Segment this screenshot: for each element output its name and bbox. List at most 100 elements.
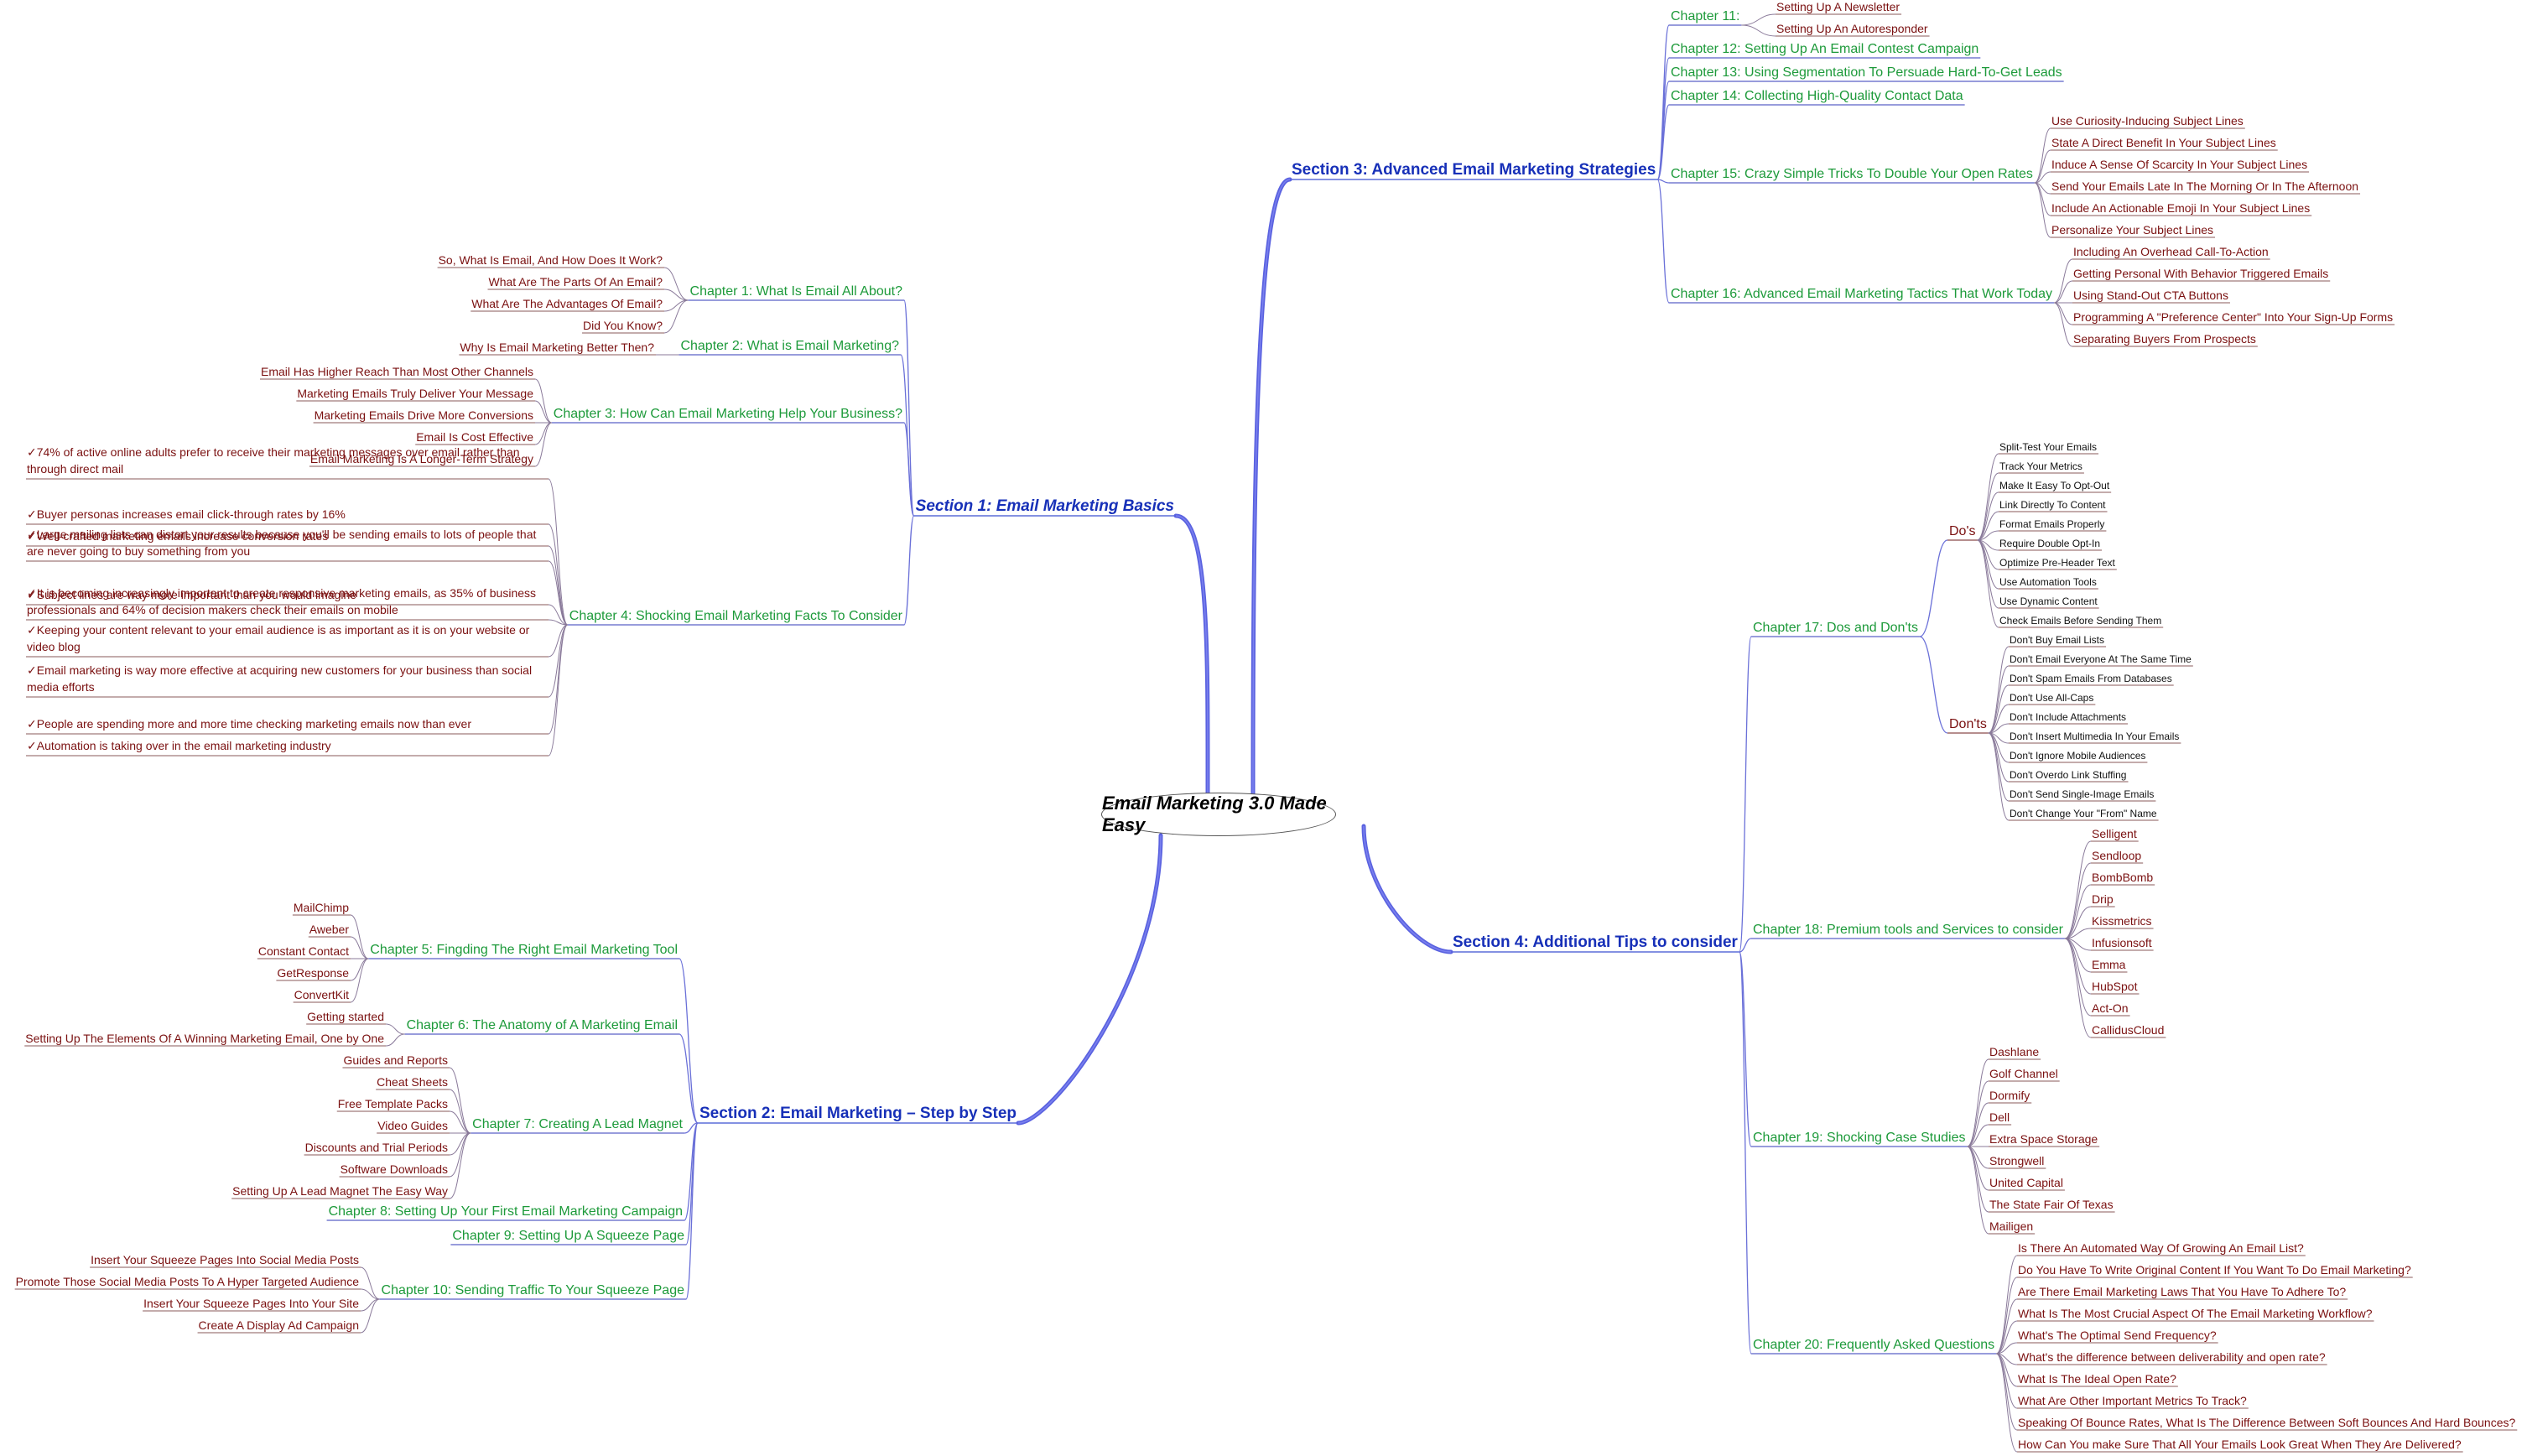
topic-donts[interactable]: Don'ts	[1949, 717, 1987, 731]
topic-c11[interactable]: Chapter 11:	[1671, 9, 1740, 23]
topic-c2[interactable]: Chapter 2: What is Email Marketing?	[680, 339, 899, 353]
subtopic-item-s4-c18-3[interactable]: Drip	[2092, 892, 2114, 906]
subtopic-item-s4-c17-dos-2[interactable]: Make It Easy To Opt-Out	[1999, 480, 2110, 491]
root-topic[interactable]: Email Marketing 3.0 Made Easy	[1101, 793, 1336, 836]
subtopic-item-s3-c15-2[interactable]: Induce A Sense Of Scarcity In Your Subje…	[2051, 158, 2308, 171]
subtopic-item-s3-c16-3[interactable]: Programming A "Preference Center" Into Y…	[2073, 310, 2394, 324]
subtopic-item-s4-c19-2[interactable]: Dormify	[1989, 1089, 2030, 1102]
subtopic-item-s4-c19-7[interactable]: The State Fair Of Texas	[1989, 1198, 2114, 1211]
subtopic-item-s4-c17-donts-3[interactable]: Don't Use All-Caps	[2010, 692, 2094, 704]
subtopic-item-s1-c1-2[interactable]: What Are The Advantages Of Email?	[471, 297, 663, 310]
subtopic-item-s4-c17-donts-8[interactable]: Don't Send Single-Image Emails	[2010, 788, 2155, 800]
subtopic-item-s4-c17-donts-4[interactable]: Don't Include Attachments	[2010, 711, 2127, 723]
fact-item-s1-c4-1[interactable]: ✓Buyer personas increases email click-th…	[27, 507, 346, 521]
subtopic-item-s1-c1-1[interactable]: What Are The Parts Of An Email?	[488, 275, 663, 289]
topic-c8[interactable]: Chapter 8: Setting Up Your First Email M…	[328, 1204, 683, 1219]
subtopic-item-s4-c19-5[interactable]: Strongwell	[1989, 1154, 2045, 1167]
subtopic-item-s3-c11-0[interactable]: Setting Up A Newsletter	[1776, 0, 1900, 13]
subtopic-item-s3-c15-3[interactable]: Send Your Emails Late In The Morning Or …	[2051, 179, 2359, 193]
subtopic-item-s4-c18-8[interactable]: Act-On	[2092, 1001, 2129, 1015]
topic-s1[interactable]: Section 1: Email Marketing Basics	[915, 497, 1174, 515]
subtopic-item-s4-c17-donts-2[interactable]: Don't Spam Emails From Databases	[2010, 673, 2172, 684]
subtopic-item-s4-c17-donts-1[interactable]: Don't Email Everyone At The Same Time	[2010, 653, 2192, 665]
subtopic-item-s4-c18-0[interactable]: Selligent	[2092, 827, 2137, 840]
subtopic-item-s4-c20-0[interactable]: Is There An Automated Way Of Growing An …	[2018, 1241, 2304, 1255]
subtopic-item-s4-c17-dos-7[interactable]: Use Automation Tools	[1999, 576, 2097, 588]
subtopic-item-s4-c20-9[interactable]: How Can You make Sure That All Your Emai…	[2018, 1438, 2462, 1451]
subtopic-item-s2-c7-1[interactable]: Cheat Sheets	[377, 1075, 448, 1089]
subtopic-item-s3-c11-1[interactable]: Setting Up An Autoresponder	[1776, 22, 1928, 35]
subtopic-item-s3-c15-1[interactable]: State A Direct Benefit In Your Subject L…	[2051, 136, 2276, 149]
subtopic-item-s1-c3-0[interactable]: Email Has Higher Reach Than Most Other C…	[260, 365, 533, 378]
subtopic-item-s4-c19-6[interactable]: United Capital	[1989, 1176, 2063, 1189]
subtopic-item-s4-c17-dos-1[interactable]: Track Your Metrics	[1999, 460, 2082, 472]
subtopic-item-s1-c1-3[interactable]: Did You Know?	[583, 319, 663, 332]
subtopic-item-s2-c10-0[interactable]: Insert Your Squeeze Pages Into Social Me…	[91, 1253, 359, 1266]
subtopic-item-s4-c18-4[interactable]: Kissmetrics	[2092, 914, 2152, 928]
subtopic-item-s4-c18-9[interactable]: CallidusCloud	[2092, 1023, 2165, 1037]
subtopic-item-s2-c10-3[interactable]: Create A Display Ad Campaign	[198, 1318, 359, 1332]
fact-item-s1-c4-7[interactable]: ✓Email marketing is way more effective a…	[27, 663, 533, 694]
subtopic-item-s4-c17-donts-9[interactable]: Don't Change Your "From" Name	[2010, 808, 2157, 819]
topic-c5[interactable]: Chapter 5: Fingding The Right Email Mark…	[370, 943, 678, 957]
subtopic-item-s4-c20-7[interactable]: What Are Other Important Metrics To Trac…	[2018, 1394, 2247, 1407]
fact-item-s1-c4-9[interactable]: ✓Automation is taking over in the email …	[27, 739, 331, 752]
topic-c3[interactable]: Chapter 3: How Can Email Marketing Help …	[553, 407, 902, 421]
topic-dos[interactable]: Do's	[1949, 524, 1976, 538]
topic-s2[interactable]: Section 2: Email Marketing – Step by Ste…	[699, 1105, 1017, 1122]
topic-c16[interactable]: Chapter 16: Advanced Email Marketing Tac…	[1671, 287, 2053, 301]
topic-s4[interactable]: Section 4: Additional Tips to consider	[1453, 933, 1738, 951]
topic-c10[interactable]: Chapter 10: Sending Traffic To Your Sque…	[381, 1283, 684, 1297]
subtopic-item-s4-c17-dos-0[interactable]: Split-Test Your Emails	[1999, 441, 2098, 453]
subtopic-item-s2-c7-6[interactable]: Setting Up A Lead Magnet The Easy Way	[232, 1184, 448, 1198]
subtopic-item-s3-c16-0[interactable]: Including An Overhead Call-To-Action	[2073, 245, 2269, 258]
subtopic-item-s2-c5-3[interactable]: GetResponse	[277, 966, 349, 980]
subtopic-item-s4-c17-donts-0[interactable]: Don't Buy Email Lists	[2010, 634, 2104, 646]
subtopic-item-s4-c17-dos-4[interactable]: Format Emails Properly	[1999, 518, 2105, 530]
subtopic-item-s4-c20-5[interactable]: What's the difference between deliverabi…	[2018, 1350, 2326, 1364]
subtopic-item-s4-c17-dos-5[interactable]: Require Double Opt-In	[1999, 538, 2101, 549]
subtopic-item-s4-c19-0[interactable]: Dashlane	[1989, 1045, 2040, 1058]
subtopic-item-s2-c10-2[interactable]: Insert Your Squeeze Pages Into Your Site	[143, 1297, 359, 1310]
subtopic-item-s3-c15-0[interactable]: Use Curiosity-Inducing Subject Lines	[2051, 114, 2244, 127]
subtopic-item-s2-c10-1[interactable]: Promote Those Social Media Posts To A Hy…	[15, 1275, 359, 1288]
fact-item-s1-c4-3[interactable]: ✓Large mailing lists can distort your re…	[27, 528, 537, 558]
subtopic-item-s3-c15-4[interactable]: Include An Actionable Emoji In Your Subj…	[2051, 201, 2311, 215]
subtopic-item-s1-c2-0[interactable]: Why Is Email Marketing Better Then?	[460, 341, 654, 354]
subtopic-item-s4-c18-2[interactable]: BombBomb	[2092, 871, 2154, 884]
topic-c17[interactable]: Chapter 17: Dos and Don'ts	[1753, 621, 1918, 635]
subtopic-item-s1-c3-2[interactable]: Marketing Emails Drive More Conversions	[314, 408, 533, 422]
topic-c15[interactable]: Chapter 15: Crazy Simple Tricks To Doubl…	[1671, 167, 2033, 181]
subtopic-item-s4-c18-1[interactable]: Sendloop	[2092, 849, 2142, 862]
fact-item-s1-c4-5[interactable]: ✓It is becoming increasingly important t…	[27, 586, 537, 616]
subtopic-item-s4-c17-dos-6[interactable]: Optimize Pre-Header Text	[1999, 557, 2115, 569]
subtopic-item-s1-c3-3[interactable]: Email Is Cost Effective	[416, 430, 533, 444]
fact-item-s1-c4-4[interactable]: ✓Subject lines are way more important th…	[27, 588, 357, 601]
subtopic-item-s2-c7-4[interactable]: Discounts and Trial Periods	[304, 1141, 448, 1154]
subtopic-item-s1-c3-4[interactable]: Email Marketing Is A Longer-Term Strateg…	[309, 452, 533, 465]
subtopic-item-s4-c19-3[interactable]: Dell	[1989, 1110, 2010, 1124]
subtopic-item-s1-c1-0[interactable]: So, What Is Email, And How Does It Work?	[438, 253, 663, 267]
subtopic-item-s3-c15-5[interactable]: Personalize Your Subject Lines	[2051, 223, 2214, 237]
subtopic-item-s4-c17-donts-6[interactable]: Don't Ignore Mobile Audiences	[2010, 750, 2146, 762]
subtopic-item-s4-c17-dos-8[interactable]: Use Dynamic Content	[1999, 595, 2098, 607]
subtopic-item-s3-c16-4[interactable]: Separating Buyers From Prospects	[2073, 332, 2256, 346]
subtopic-item-s2-c5-4[interactable]: ConvertKit	[294, 988, 349, 1001]
fact-item-s1-c4-2[interactable]: ✓Well-crafted marketing emails increase …	[27, 529, 329, 543]
subtopic-item-s2-c5-0[interactable]: MailChimp	[293, 901, 349, 914]
subtopic-item-s4-c20-2[interactable]: Are There Email Marketing Laws That You …	[2018, 1285, 2347, 1298]
subtopic-item-s2-c7-0[interactable]: Guides and Reports	[343, 1053, 448, 1067]
topic-c7[interactable]: Chapter 7: Creating A Lead Magnet	[472, 1117, 683, 1131]
subtopic-item-s2-c6-0[interactable]: Getting started	[307, 1010, 384, 1023]
subtopic-item-s4-c19-1[interactable]: Golf Channel	[1989, 1067, 2058, 1080]
subtopic-item-s4-c20-8[interactable]: Speaking Of Bounce Rates, What Is The Di…	[2018, 1416, 2516, 1429]
subtopic-item-s4-c17-dos-3[interactable]: Link Directly To Content	[1999, 499, 2106, 511]
subtopic-item-s3-c16-1[interactable]: Getting Personal With Behavior Triggered…	[2073, 267, 2329, 280]
subtopic-item-s2-c6-1[interactable]: Setting Up The Elements Of A Winning Mar…	[25, 1032, 384, 1045]
subtopic-item-s2-c5-1[interactable]: Aweber	[309, 923, 349, 936]
subtopic-item-s4-c17-donts-5[interactable]: Don't Insert Multimedia In Your Emails	[2010, 731, 2180, 742]
subtopic-item-s4-c17-dos-9[interactable]: Check Emails Before Sending Them	[1999, 615, 2162, 627]
topic-c6[interactable]: Chapter 6: The Anatomy of A Marketing Em…	[406, 1018, 678, 1032]
fact-item-s1-c4-6[interactable]: ✓Keeping your content relevant to your e…	[27, 623, 530, 653]
subtopic-item-s3-c16-2[interactable]: Using Stand-Out CTA Buttons	[2073, 289, 2228, 302]
